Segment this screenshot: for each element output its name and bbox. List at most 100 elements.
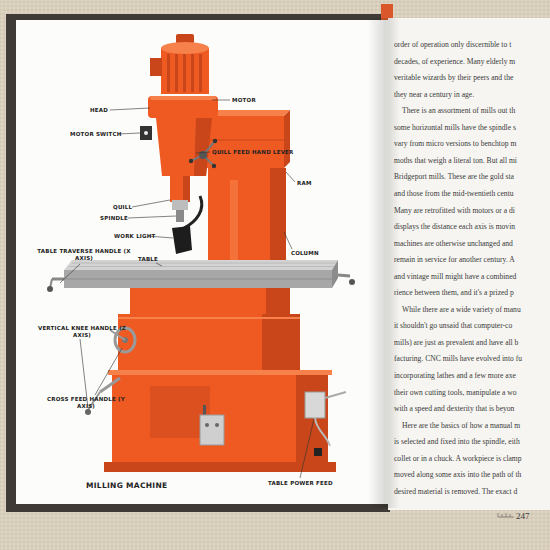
body-text-line: collet or in a chuck. A workpiece is cla… bbox=[394, 455, 522, 463]
base-shade bbox=[296, 372, 328, 464]
base-lip bbox=[108, 370, 332, 375]
t-slot bbox=[69, 266, 334, 267]
head-body bbox=[156, 118, 212, 176]
part-label: VERTICAL KNEE HANDLE (Z AXIS) bbox=[36, 325, 128, 338]
quill-sleeve bbox=[172, 200, 188, 210]
ram-top bbox=[206, 110, 290, 116]
body-text-line: with a speed and dexterity that is beyon bbox=[394, 405, 514, 413]
ram-way bbox=[206, 140, 284, 141]
body-text-line: and vintage mill might have a combined bbox=[394, 273, 516, 281]
box-button bbox=[205, 423, 209, 427]
lever-knob bbox=[212, 164, 216, 168]
table-front bbox=[64, 270, 332, 288]
body-text-line: displays the distance each axis is movin bbox=[394, 223, 515, 231]
traverse-shaft bbox=[52, 278, 64, 281]
table-top bbox=[64, 260, 338, 270]
book-cover bbox=[6, 14, 390, 512]
saddle bbox=[130, 288, 290, 314]
quill-shade bbox=[183, 176, 190, 202]
ruler-tick bbox=[498, 513, 499, 517]
leader-line bbox=[300, 419, 314, 478]
body-text-line: mills) are just as prevalent and have al… bbox=[394, 339, 518, 347]
body-text-line: incorporating lathes and a few more axe bbox=[394, 372, 516, 380]
traverse-shaft bbox=[338, 275, 350, 276]
ruler-tick bbox=[510, 514, 511, 517]
body-text-line: rience between them, and it's a prized p bbox=[394, 289, 514, 297]
part-label: CROSS FEED HANDLE (Y AXIS) bbox=[46, 396, 126, 409]
leader-line bbox=[95, 348, 122, 395]
part-label: QUILL bbox=[113, 204, 132, 211]
body-text-line: machines are otherwise unchanged and bbox=[394, 240, 513, 248]
base bbox=[112, 372, 328, 464]
body-text-line: vary from micro versions to benchtop m bbox=[394, 140, 516, 148]
knee-shade bbox=[262, 314, 300, 372]
part-label: MOTOR bbox=[232, 97, 256, 104]
leader-line bbox=[156, 263, 162, 266]
knee bbox=[118, 314, 300, 372]
spindle-nose bbox=[176, 210, 184, 222]
electrical-box bbox=[200, 415, 224, 445]
power-feed-cable bbox=[315, 418, 330, 446]
part-label: QUILL FEED HAND LEVER bbox=[212, 149, 294, 156]
table-groove bbox=[64, 279, 332, 280]
traverse-knob bbox=[349, 279, 355, 285]
body-text-line: moths that weigh a literal ton. But all … bbox=[394, 157, 517, 165]
body-text-line: Many are retrofitted with motors or a di bbox=[394, 207, 515, 215]
power-feed-box bbox=[305, 392, 325, 418]
body-text-line: and those from the mid-twentieth centu bbox=[394, 190, 514, 198]
belt-housing-top bbox=[150, 96, 216, 100]
body-text-line: they near a century in age. bbox=[394, 91, 474, 99]
saddle-shade bbox=[266, 288, 290, 314]
part-label: WORK LIGHT bbox=[114, 233, 156, 240]
body-text-line: their own cutting tools, manipulate a wo bbox=[394, 389, 517, 397]
leader-line bbox=[132, 200, 170, 207]
table-end bbox=[332, 260, 338, 288]
left-page bbox=[16, 20, 388, 504]
part-label: MOTOR SWITCH bbox=[70, 131, 122, 138]
body-text-line: Here are the basics of how a manual m bbox=[402, 422, 520, 430]
quill-feed-lever bbox=[191, 141, 215, 166]
leader-line bbox=[212, 100, 230, 101]
part-label: TABLE bbox=[138, 256, 158, 263]
body-text-line: is selected and fixed into the spindle, … bbox=[394, 438, 520, 446]
part-label: SPINDLE bbox=[100, 215, 128, 222]
switch-knob bbox=[144, 131, 148, 135]
leader-line bbox=[196, 152, 210, 153]
body-text-line: desired material is removed. The exact d bbox=[394, 488, 517, 496]
belt-housing bbox=[148, 96, 218, 118]
body-text-line: Bridgeport mills. These are the gold sta bbox=[394, 173, 514, 181]
power-feed-lever bbox=[325, 392, 346, 398]
figure-caption: MILLING MACHINE bbox=[86, 481, 167, 490]
lever-knob bbox=[213, 139, 217, 143]
body-text-line: some horizontal mills have the spindle s bbox=[394, 124, 516, 132]
motor-fin bbox=[183, 54, 186, 92]
motor-fin bbox=[175, 54, 178, 92]
body-text-line: remain in service for another century. A bbox=[394, 256, 515, 264]
body-text-line: While there are a wide variety of manu bbox=[402, 306, 521, 314]
knee-knob bbox=[85, 409, 91, 415]
door-handle bbox=[203, 405, 206, 415]
part-label: HEAD bbox=[90, 107, 108, 114]
page-ruler bbox=[498, 513, 514, 517]
traverse-knob bbox=[47, 286, 53, 292]
base-foot bbox=[104, 462, 336, 472]
leader-line bbox=[110, 108, 150, 110]
box-button bbox=[215, 423, 219, 427]
part-label: COLUMN bbox=[291, 250, 319, 257]
leader-line bbox=[60, 264, 80, 283]
body-text-line: There is an assortment of mills out th bbox=[402, 107, 515, 115]
part-label: TABLE TRAVERSE HANDLE (X AXIS) bbox=[34, 248, 134, 261]
knee-way bbox=[118, 317, 300, 319]
ram-side bbox=[284, 110, 290, 168]
motor-fin bbox=[167, 54, 170, 92]
ram-body bbox=[206, 116, 284, 168]
motor-top bbox=[161, 42, 209, 54]
body-text-line: facturing. CNC mills have evolved into f… bbox=[394, 355, 522, 363]
motor-fin bbox=[199, 54, 202, 92]
motor-fins bbox=[167, 54, 202, 92]
work-light-lamp bbox=[172, 226, 192, 254]
page-number: 247 bbox=[516, 511, 530, 521]
body-text-line: order of operation only discernible to t bbox=[394, 41, 511, 49]
body-text-line: veritable wizards by their peers and the bbox=[394, 74, 513, 82]
